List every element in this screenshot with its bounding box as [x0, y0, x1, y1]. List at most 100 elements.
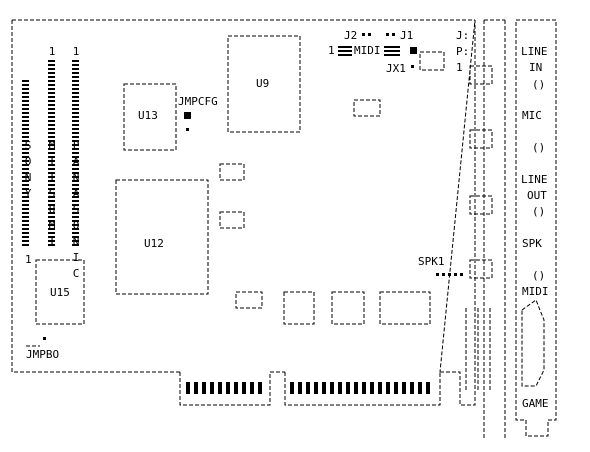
header-pin — [72, 120, 79, 122]
header-pin — [22, 192, 29, 194]
header-pin — [72, 168, 79, 170]
header-pin — [48, 208, 55, 210]
header-pin — [72, 112, 79, 114]
header-pin — [48, 164, 55, 166]
line-in-label-2: IN — [529, 61, 543, 74]
header-pin — [48, 124, 55, 126]
header-pin — [48, 144, 55, 146]
header-pin — [48, 200, 55, 202]
header-pin — [72, 156, 79, 158]
line-out-jack: () — [532, 205, 546, 218]
header-pin — [72, 68, 79, 70]
mitsumi-header-label: 1 M I T S U M I — [48, 45, 56, 248]
header-pin — [72, 164, 79, 166]
header-pin — [48, 244, 55, 246]
header-pin — [22, 156, 29, 158]
header-pin — [48, 112, 55, 114]
header-pin — [72, 100, 79, 102]
header-pin — [48, 80, 55, 82]
header-pin — [72, 84, 79, 86]
header-pin — [22, 112, 29, 114]
header-pin — [72, 108, 79, 110]
header-pin — [72, 148, 79, 150]
line-out-label: LINE — [521, 173, 548, 186]
header-pin — [22, 224, 29, 226]
header-pin — [22, 200, 29, 202]
header-pin — [48, 92, 55, 94]
header-pin — [48, 160, 55, 162]
header-pin — [72, 208, 79, 210]
header-pin — [48, 84, 55, 86]
midi-pin1-label: 1 — [328, 44, 335, 57]
edge-fingers — [186, 382, 430, 394]
midi-header-label: MIDI — [354, 44, 381, 57]
header-pin — [22, 116, 29, 118]
header-pin — [48, 132, 55, 134]
header-pin — [48, 76, 55, 78]
chip-u15 — [35, 259, 85, 325]
jack-4 — [469, 259, 493, 279]
component-c2 — [219, 163, 245, 181]
spk-jack: () — [532, 269, 546, 282]
header-pin — [72, 176, 79, 178]
jp-label-j: J: — [456, 29, 470, 42]
chip-u12-label: U12 — [144, 237, 164, 250]
header-pin — [48, 136, 55, 138]
header-pin — [72, 60, 79, 62]
jx1-pin — [411, 65, 414, 68]
header-pin — [48, 128, 55, 130]
header-pin — [22, 132, 29, 134]
header-pin — [72, 132, 79, 134]
header-pin — [72, 64, 79, 66]
header-pin — [22, 100, 29, 102]
header-pin — [22, 140, 29, 142]
component-c3 — [219, 211, 245, 229]
header-pin — [48, 188, 55, 190]
header-pin — [72, 80, 79, 82]
header-pin — [48, 204, 55, 206]
header-pin — [22, 212, 29, 214]
component-c5 — [283, 291, 315, 325]
header-pin — [48, 212, 55, 214]
line-in-jack: () — [532, 78, 546, 91]
header-pin — [72, 236, 79, 238]
header-pin — [72, 128, 79, 130]
jack-2 — [469, 129, 493, 149]
header-pin — [22, 184, 29, 186]
edge-connector-outline — [179, 372, 441, 406]
j1-jumper — [410, 47, 417, 54]
j2-label: J2 — [344, 29, 358, 42]
header-pin — [48, 184, 55, 186]
header-pin — [72, 104, 79, 106]
header-pin — [22, 196, 29, 198]
header-pin — [72, 88, 79, 90]
header-pin — [22, 80, 29, 82]
header-pin — [48, 240, 55, 242]
jmpcfg-pin — [186, 128, 189, 131]
header-pin — [22, 168, 29, 170]
jp-label-1: 1 — [456, 61, 463, 74]
header-pin — [22, 176, 29, 178]
header-pin — [72, 232, 79, 234]
header-pin — [48, 224, 55, 226]
line-in-label: LINE — [521, 45, 548, 58]
header-pin — [72, 244, 79, 246]
game-label: GAME — [522, 397, 549, 410]
header-pin — [48, 228, 55, 230]
header-pin — [48, 216, 55, 218]
header-pin — [72, 72, 79, 74]
header-pin — [22, 136, 29, 138]
header-pin — [72, 160, 79, 162]
header-pin — [48, 220, 55, 222]
header-pin — [72, 196, 79, 198]
header-pin — [22, 84, 29, 86]
header-pin — [48, 152, 55, 154]
header-pin — [48, 168, 55, 170]
header-pin — [72, 172, 79, 174]
chip-u12 — [115, 179, 209, 295]
chip-u13 — [123, 83, 177, 151]
mic-label: MIC — [522, 109, 542, 122]
header-pin — [48, 116, 55, 118]
header-pin — [22, 120, 29, 122]
jmpbo-label: JMPBO — [26, 348, 60, 361]
